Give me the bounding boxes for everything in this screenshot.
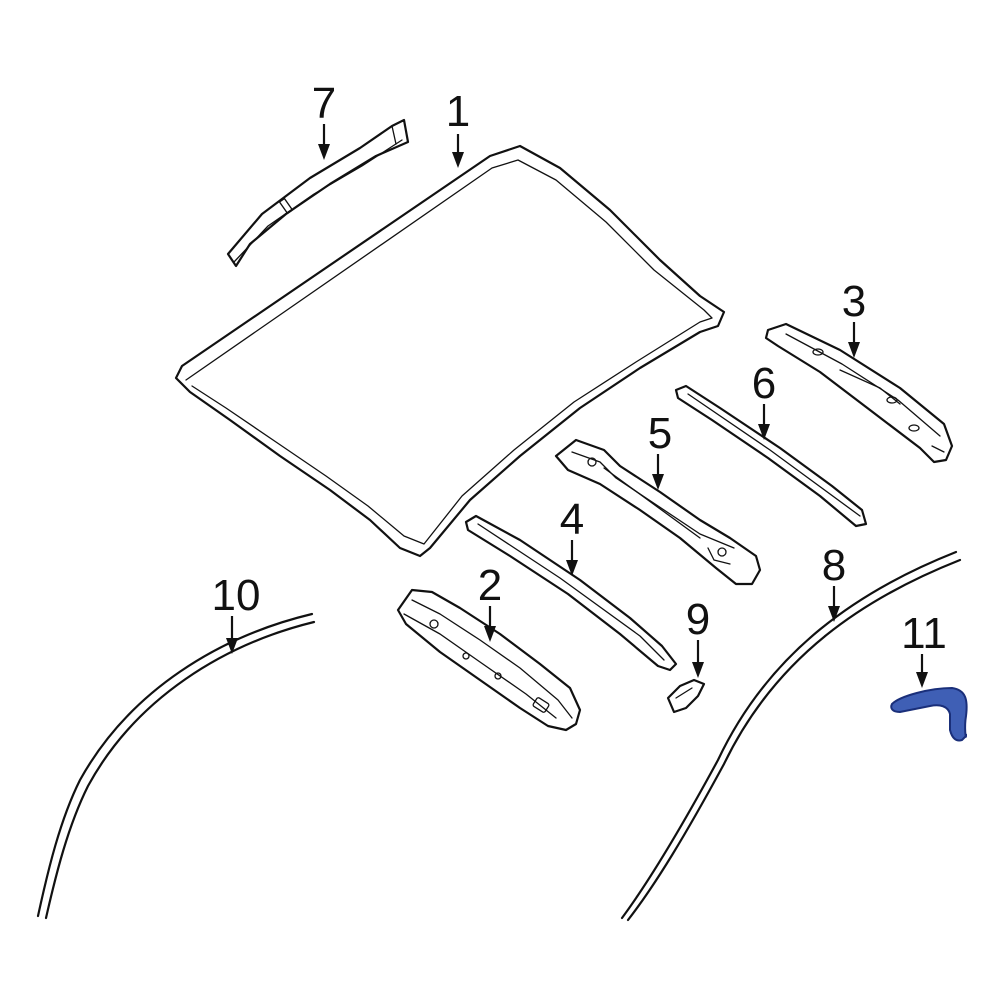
callout-9: 9 [686, 595, 710, 678]
callout-11: 11 [901, 609, 947, 688]
callout-6: 6 [752, 359, 776, 440]
callout-label-1: 1 [446, 87, 470, 136]
part-3-rear-header[interactable] [764, 322, 954, 464]
part-9-clip[interactable] [666, 678, 706, 714]
callout-label-5: 5 [648, 409, 672, 458]
callout-4: 4 [560, 495, 584, 576]
part-11-bracket[interactable] [890, 686, 968, 742]
callout-label-2: 2 [478, 561, 502, 610]
callout-2: 2 [478, 561, 502, 642]
part-1-roof-panel[interactable] [174, 144, 726, 558]
callout-10: 10 [212, 571, 261, 654]
part-8-right-molding[interactable] [620, 550, 962, 922]
callout-label-6: 6 [752, 359, 776, 408]
callout-label-7: 7 [312, 79, 336, 128]
callout-3: 3 [842, 277, 866, 358]
callout-8: 8 [822, 541, 846, 622]
callout-label-10: 10 [212, 571, 261, 620]
callout-label-3: 3 [842, 277, 866, 326]
callout-7: 7 [312, 79, 336, 160]
callout-1: 1 [446, 87, 470, 168]
callout-label-4: 4 [560, 495, 584, 544]
callout-label-9: 9 [686, 595, 710, 644]
part-4-roof-bow[interactable] [464, 514, 678, 672]
part-2-front-bow[interactable] [396, 588, 582, 732]
part-5-roof-bow[interactable] [554, 438, 762, 586]
part-7-front-header[interactable] [226, 118, 410, 268]
callout-5: 5 [648, 409, 672, 490]
part-6-roof-bow[interactable] [674, 384, 868, 528]
callout-label-8: 8 [822, 541, 846, 590]
part-10-left-molding[interactable] [36, 612, 316, 920]
callouts: 1 2 3 4 5 6 [212, 79, 947, 688]
callout-label-11: 11 [901, 609, 947, 658]
